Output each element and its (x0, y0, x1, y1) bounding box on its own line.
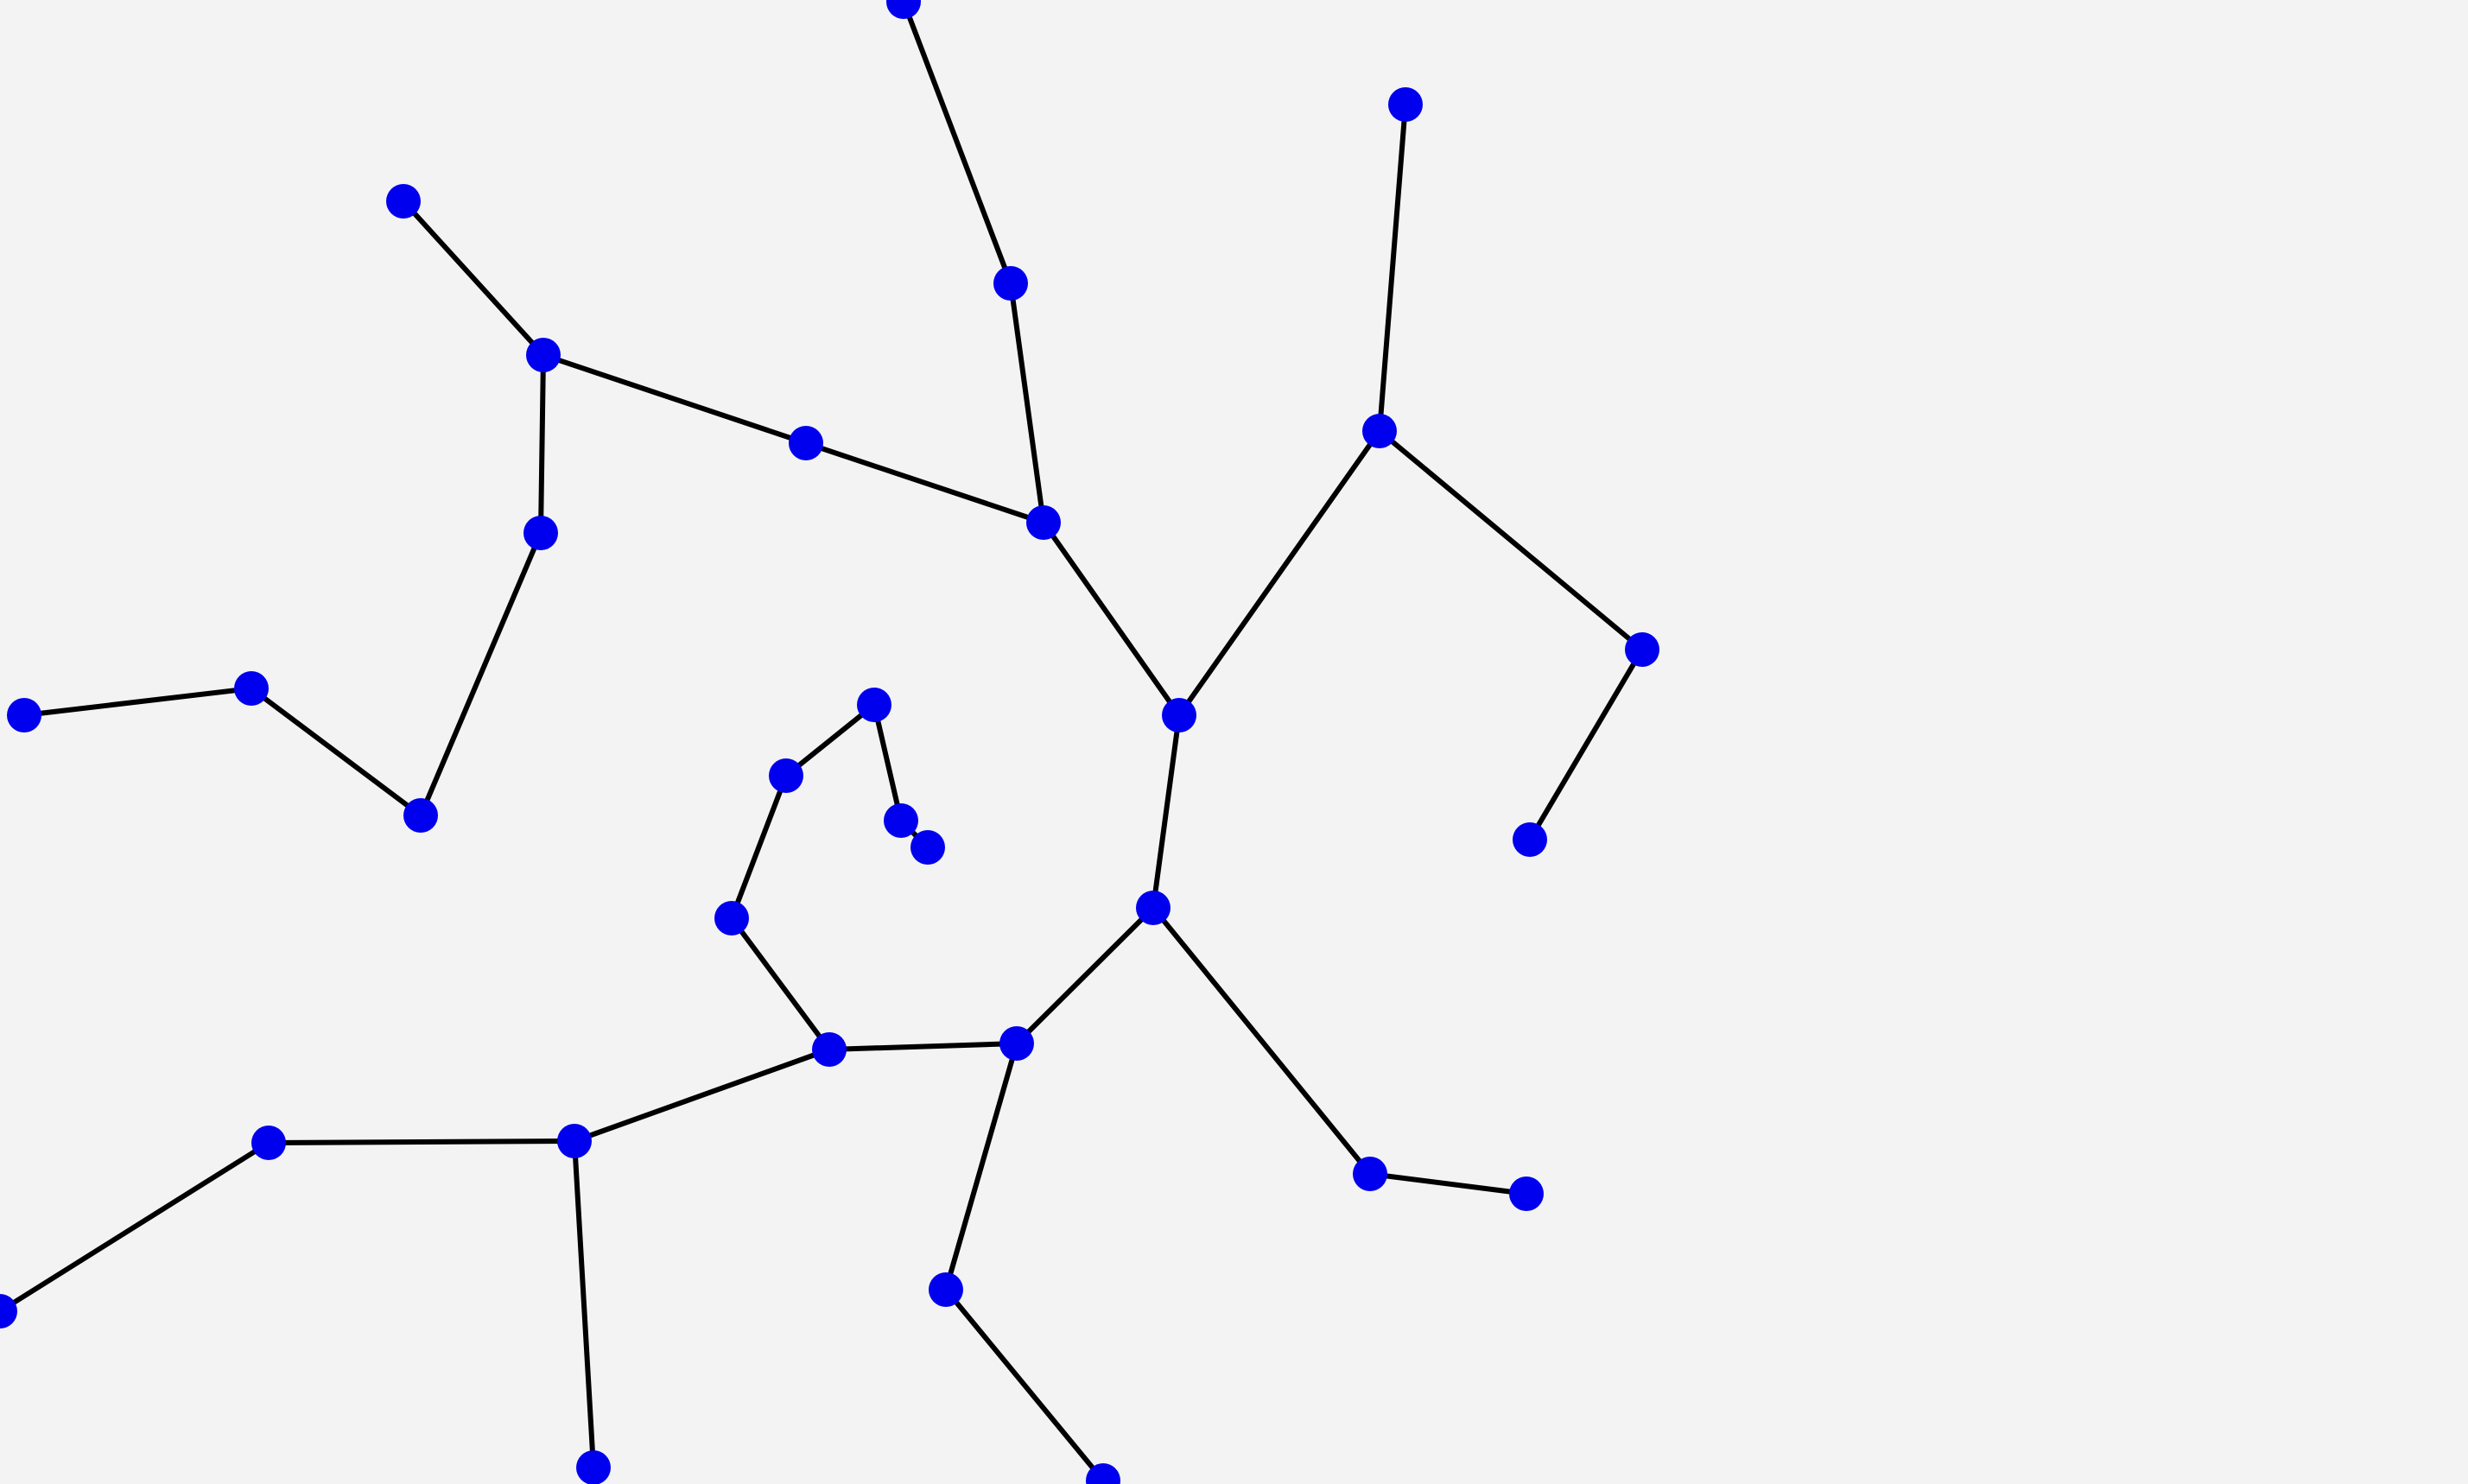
nodes-layer (0, 0, 1659, 1484)
graph-node[interactable] (386, 184, 421, 219)
graph-node[interactable] (1509, 1176, 1544, 1211)
graph-node[interactable] (1136, 891, 1171, 925)
graph-node[interactable] (929, 1272, 963, 1307)
graph-node[interactable] (523, 516, 558, 550)
graph-edge (784, 702, 877, 778)
graph-node[interactable] (526, 338, 561, 372)
graph-node[interactable] (576, 1450, 611, 1484)
graph-node[interactable] (7, 698, 41, 732)
graph-node[interactable] (1086, 1463, 1120, 1484)
graph-node[interactable] (1513, 822, 1547, 857)
graph-edge (729, 773, 789, 921)
graph-edge (0, 1140, 271, 1314)
graph-edge (541, 352, 809, 446)
graph-node[interactable] (1026, 505, 1061, 540)
graph-node[interactable] (999, 1026, 1034, 1061)
graph-edge (22, 686, 254, 718)
graph-edge (1151, 905, 1373, 1176)
graph-edge (1377, 102, 1408, 434)
graph-node[interactable] (769, 758, 803, 793)
graph-edge (872, 702, 904, 823)
graph-edge (827, 1041, 1019, 1052)
graph-node[interactable] (251, 1126, 286, 1160)
graph-edge (266, 1138, 577, 1145)
graph-edge (901, 0, 1013, 286)
graph-edge (572, 1138, 596, 1470)
graph-edge (418, 530, 543, 818)
graph-edge (803, 441, 1046, 525)
graph-edge (401, 199, 546, 358)
graph-node[interactable] (1362, 414, 1397, 448)
graph-node[interactable] (0, 1294, 17, 1329)
graph-node[interactable] (812, 1032, 847, 1067)
graph-edge (729, 916, 832, 1052)
graph-edge (1527, 647, 1645, 842)
graph-node[interactable] (557, 1124, 592, 1158)
graph-node[interactable] (234, 671, 269, 706)
graph-node[interactable] (1162, 698, 1196, 732)
graph-node[interactable] (910, 830, 945, 865)
graph-edge (1177, 428, 1382, 718)
graph-node[interactable] (403, 798, 438, 833)
graph-edge (572, 1047, 832, 1144)
graph-node[interactable] (1353, 1157, 1387, 1191)
graph-edge (1151, 713, 1182, 910)
graph-edge (1014, 905, 1156, 1046)
graph-node[interactable] (857, 688, 891, 722)
graph-node[interactable] (1388, 87, 1423, 122)
graph-edge (249, 686, 423, 818)
graph-edge (538, 352, 546, 536)
graph-edge (943, 1041, 1019, 1292)
graph-edge (943, 1287, 1106, 1483)
graph-node[interactable] (884, 803, 918, 838)
graph-node[interactable] (1625, 632, 1659, 667)
graph-edge (1041, 520, 1182, 718)
edges-layer (0, 0, 1645, 1483)
graph-node[interactable] (993, 266, 1028, 301)
graph-node[interactable] (714, 901, 749, 935)
graph-edge (1377, 428, 1645, 652)
graph-edge (1367, 1171, 1529, 1196)
graph-node[interactable] (886, 0, 921, 19)
graph-edge (1008, 281, 1046, 525)
graph-node[interactable] (789, 426, 823, 460)
